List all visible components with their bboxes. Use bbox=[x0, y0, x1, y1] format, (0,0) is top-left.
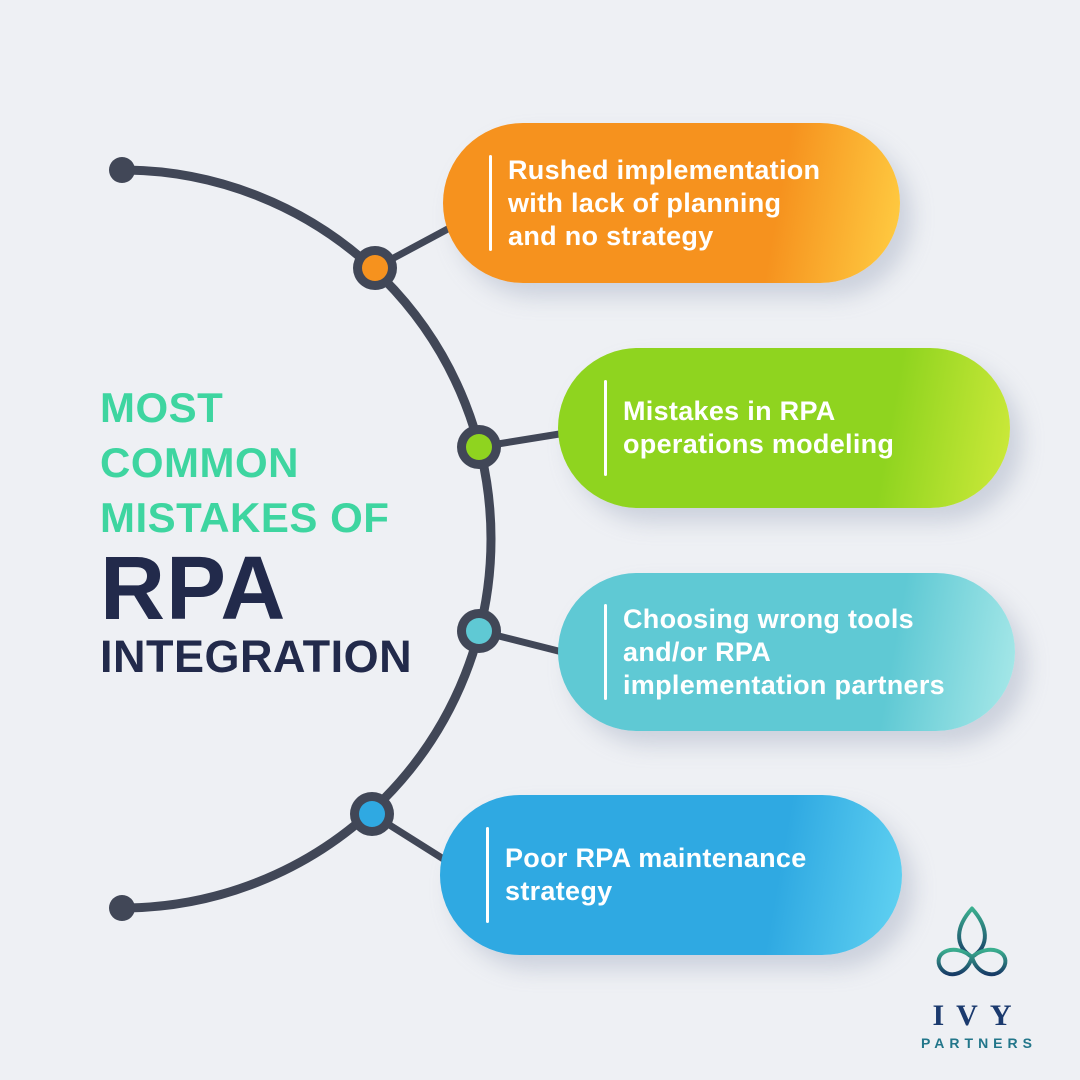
logo-subtitle: PARTNERS bbox=[921, 1035, 1037, 1051]
arc-endpoint-bottom bbox=[109, 895, 135, 921]
timeline-arc bbox=[121, 165, 496, 913]
mistake-card-operations-modeling: Mistakes in RPA operations modeling bbox=[558, 348, 1010, 508]
title-emphasis-rpa: RPA bbox=[100, 539, 287, 639]
title-suffix-integration: INTEGRATION bbox=[100, 631, 413, 682]
brand-logo: IVY PARTNERS bbox=[916, 903, 1037, 1051]
card-text: Poor RPA maintenance strategy bbox=[505, 843, 807, 906]
node-dot-1 bbox=[362, 255, 388, 281]
card-text: Choosing wrong tools and/or RPA implemen… bbox=[623, 603, 945, 700]
node-dot-2 bbox=[466, 434, 492, 460]
title-line-most: MOST bbox=[100, 384, 224, 431]
page-title: MOST COMMON MISTAKES OF RPA INTEGRATION bbox=[100, 380, 480, 683]
card-accent-bar bbox=[486, 827, 489, 923]
card-accent-bar bbox=[604, 604, 607, 700]
mistake-card-rushed-implementation: Rushed implementation with lack of plann… bbox=[443, 123, 900, 283]
title-line-mistakes-of: MISTAKES OF bbox=[100, 494, 390, 541]
card-text: Rushed implementation with lack of plann… bbox=[508, 154, 821, 251]
card-accent-bar bbox=[489, 155, 492, 251]
card-text: Mistakes in RPA operations modeling bbox=[623, 396, 895, 459]
mistake-card-wrong-tools-partners: Choosing wrong tools and/or RPA implemen… bbox=[558, 573, 1015, 731]
node-dot-4 bbox=[359, 801, 385, 827]
lotus-leaf-icon bbox=[936, 906, 1008, 992]
arc-endpoint-top bbox=[109, 157, 135, 183]
node-dot-3 bbox=[466, 618, 492, 644]
card-accent-bar bbox=[604, 380, 607, 476]
title-line-common: COMMON bbox=[100, 439, 299, 486]
mistake-card-poor-maintenance: Poor RPA maintenance strategy bbox=[440, 795, 902, 955]
logo-name: IVY bbox=[932, 999, 1024, 1032]
